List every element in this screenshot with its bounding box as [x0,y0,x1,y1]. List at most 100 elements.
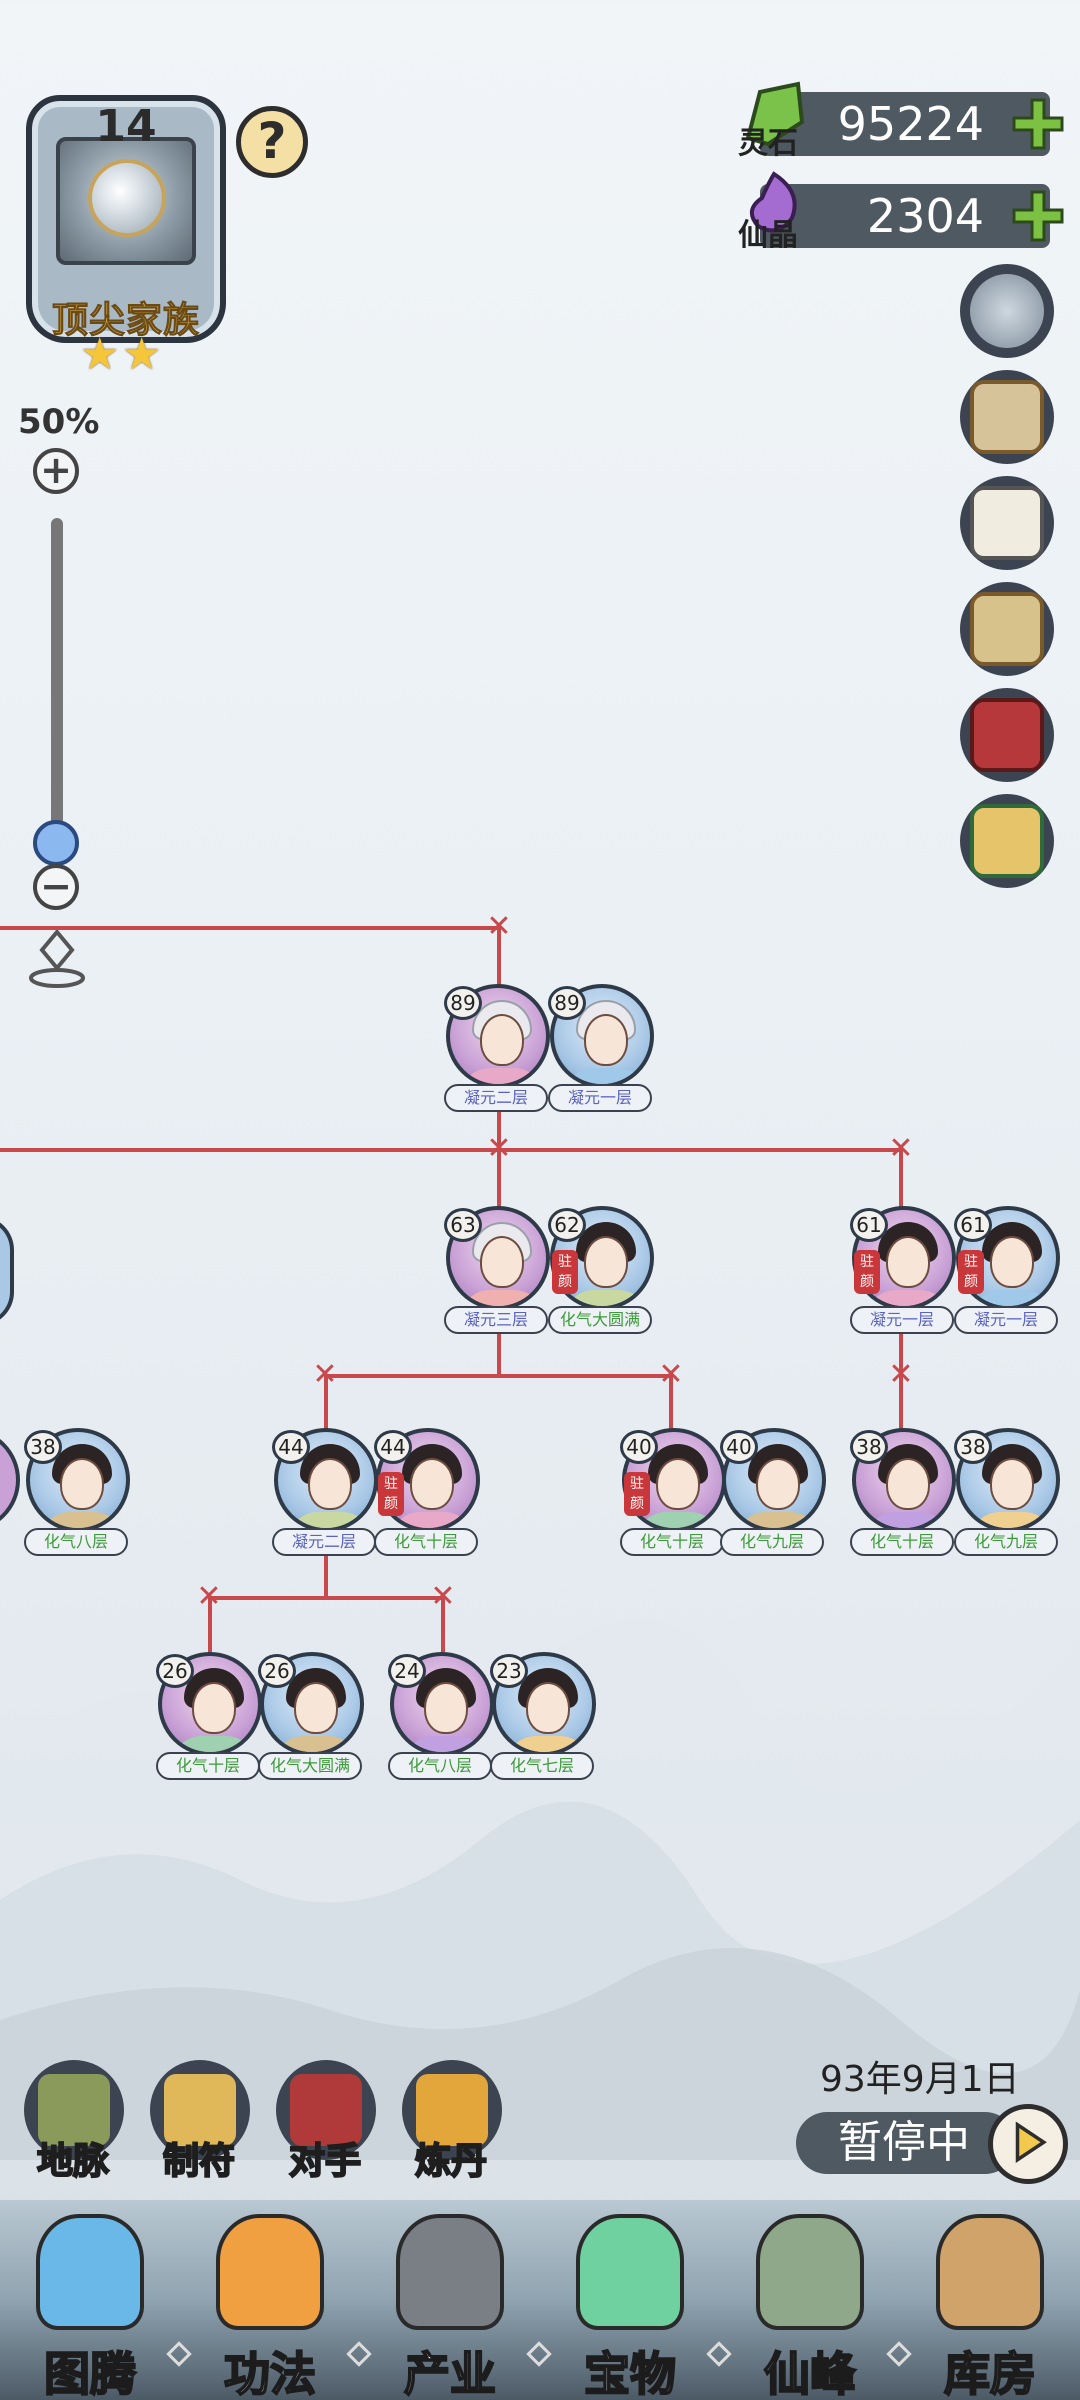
tab-2[interactable]: 产业 [360,2200,540,2400]
map-scroll-button[interactable] [960,370,1054,464]
member-age: 61 [954,1208,992,1242]
zoom-slider-track[interactable] [51,518,63,840]
letter-icon [970,486,1044,560]
member-age: 38 [954,1430,992,1464]
feature-button-1[interactable]: 制符 [144,2060,254,2183]
tree-line [208,1596,444,1600]
zoom-out-button[interactable]: − [33,864,79,910]
member-portrait [492,1652,596,1756]
family-member[interactable]: 89 凝元二层 [444,984,550,1112]
tab-3[interactable]: 宝物 [540,2200,720,2400]
settings-yinyang-button[interactable] [960,264,1054,358]
family-member[interactable]: 38 化气九层 [954,1428,1060,1556]
tab-label: 仙峰 [763,2346,857,2400]
member-portrait [390,1652,494,1756]
scroll-button[interactable] [960,582,1054,676]
member-age: 89 [444,986,482,1020]
tab-label: 库房 [943,2346,1037,2400]
tab-1[interactable]: 功法 [180,2200,360,2400]
member-age: 63 [444,1208,482,1242]
tree-line [497,1322,501,1376]
member-rank: 化气九层 [954,1528,1058,1556]
member-rank: 凝元三层 [444,1306,548,1334]
tab-4[interactable]: 仙峰 [720,2200,900,2400]
plaque-icon [970,804,1044,878]
feature-button-3[interactable]: 炼丹 [396,2060,506,2183]
member-clothing [460,1290,544,1306]
tree-line [497,1100,501,1150]
family-level: 14 [95,101,157,152]
help-button[interactable]: ? [236,106,308,178]
member-seal-badge: 驻颜 [378,1472,404,1516]
tab-0[interactable]: 图腾 [0,2200,180,2400]
tab-label: 宝物 [583,2346,677,2400]
offscreen-member-portrait[interactable] [0,1428,20,1532]
member-portrait [446,1206,550,1310]
book-button[interactable] [960,688,1054,782]
member-rank: 凝元一层 [548,1084,652,1112]
member-age: 38 [850,1430,888,1464]
family-stars: ★ ★ [80,329,180,380]
member-face [584,1014,628,1066]
marriage-knot-icon: ✕ [888,1357,914,1392]
feature-button-0[interactable]: 地脉 [18,2060,128,2183]
marriage-knot-icon: ✕ [486,1131,512,1166]
plaque-button[interactable] [960,794,1054,888]
tab-5[interactable]: 库房 [900,2200,1080,2400]
member-clothing [564,1068,648,1084]
member-rank: 凝元二层 [272,1528,376,1556]
family-member[interactable]: 63 凝元三层 [444,1206,550,1334]
member-portrait [260,1652,364,1756]
add-immortal-crystal-button[interactable] [1010,188,1066,244]
zoom-slider-knob[interactable] [33,820,79,866]
member-face [60,1458,104,1510]
tree-line [899,1322,903,1430]
member-rank: 化气七层 [490,1752,594,1780]
feature-button-2[interactable]: 对手 [270,2060,380,2183]
pause-status[interactable]: 暂停中 [796,2112,1016,2174]
family-badge[interactable]: 14 顶尖家族 ★ ★ [18,95,234,377]
star-icon: ★ [80,329,120,380]
tree-line [0,926,500,930]
add-spirit-stone-button[interactable] [1010,96,1066,152]
member-age: 26 [258,1654,296,1688]
play-button[interactable] [988,2104,1068,2184]
tree-line [899,1148,903,1208]
star-icon: ★ [122,329,162,380]
member-rank: 凝元一层 [850,1306,954,1334]
zoom-in-button[interactable]: + [33,448,79,494]
peak-icon [756,2214,864,2330]
member-age: 61 [850,1208,888,1242]
marriage-knot-icon: ✕ [196,1579,222,1614]
tree-line [669,1374,673,1430]
marriage-knot-icon: ✕ [888,1131,914,1166]
member-rank: 凝元二层 [444,1084,548,1112]
feature-label: 炼丹 [414,2140,488,2183]
scroll-icon [970,592,1044,666]
letter-button[interactable] [960,476,1054,570]
member-face [480,1236,524,1288]
member-age: 62 [548,1208,586,1242]
member-clothing [736,1512,820,1528]
member-face [990,1236,1034,1288]
tree-line [0,1148,902,1152]
yinyang-icon [970,274,1044,348]
member-portrait [852,1206,956,1310]
gate-icon [290,2074,362,2146]
offscreen-member-portrait[interactable] [0,1216,14,1326]
locate-icon[interactable] [26,928,88,990]
